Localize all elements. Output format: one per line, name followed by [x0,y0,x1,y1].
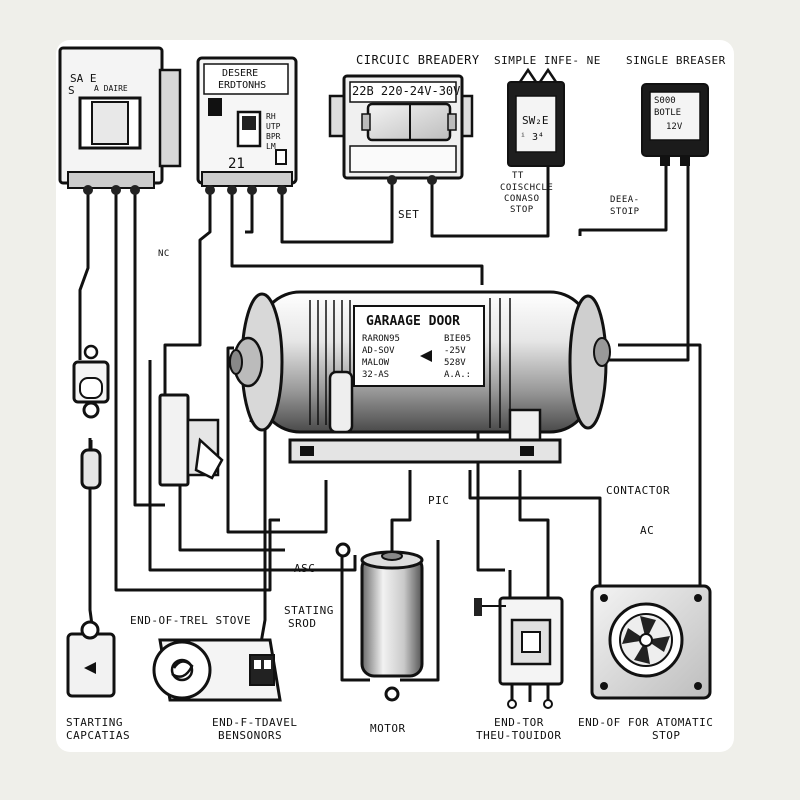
contactor [474,598,562,708]
motor-plate-line-1a: RARON95 [362,334,400,344]
selector-title-1: DESERE [222,68,258,79]
breaker-left [60,48,180,195]
single-breaker-face-2: BOTLE [654,108,681,118]
motor-label: MOTOR [370,722,406,735]
auto-stop-label-2: STOP [652,729,681,742]
circuit-breaker-rating: 22B 220-24V-30V [352,84,460,98]
simple-switch-label: SIMPLE INFE- NE [494,54,601,67]
selector-text-lm: LM [266,142,276,151]
wire-selector-1 [165,192,210,395]
motor-plate-line-2b: -25V [444,346,466,356]
stating-label-1: STATING [284,604,334,617]
wire-single-breaker [598,160,688,360]
starting-label-1: STARTING [66,716,123,729]
wire-sensor [250,420,265,660]
stating-label-2: SROD [288,617,317,630]
wire-selector-2 [232,192,482,285]
motor-plate-line-2a: AD-SOV [362,346,395,356]
selector-number: 21 [228,156,245,172]
breaker-left-text-2: S [68,84,75,97]
eot-sensor-label-1: END-F-TDAVEL [212,716,297,729]
eot-sensor-label-2: BENSONORS [218,729,282,742]
single-breaker-label: SINGLE BREASER [626,54,726,67]
motor-capacitor [337,544,422,700]
simple-switch-note-4: STOP [510,204,534,217]
auto-stop-label-1: END-OF FOR ATOMATIC [578,716,713,729]
nc-mark: NC [158,248,170,261]
end-of-travel-sensor [154,640,280,700]
selector-text-bpr: BPR [266,132,280,141]
motor-plate-title: GARAAGE DOOR [366,314,460,329]
motor-plate-line-4b: A.A.: [444,370,471,380]
wire-selector-4 [282,182,392,242]
limit-switch-left [160,395,222,485]
ac-label: AC [640,524,654,537]
circuit-breaker-label: CIRCUIC BREADERY [356,54,480,67]
asc-label: ASC [294,562,315,575]
breaker-left-text-3: A DAIRE [94,84,128,93]
selector-title-2: ERDTONHS [218,80,266,91]
circuit-breaker-note: SET [398,208,419,221]
starting-capacitor [68,622,114,696]
selector-text-rh: RH [266,112,276,121]
automatic-stop-unit [592,586,710,698]
left-fuse [82,440,100,488]
selector-text-utp: UTP [266,122,280,131]
starting-label-2: CAPCATIAS [66,729,130,742]
simple-switch-number: ⁱ⁲ 3⁴ [520,132,544,143]
wire-breaker-left-1 [80,192,88,360]
single-breaker-face-3: 12V [666,122,682,132]
single-breaker-note-2: STOIP [610,206,640,219]
motor-plate-line-4a: 32-AS [362,370,389,380]
motor-plate-line-3a: MALOW [362,358,389,368]
single-breaker-face-1: S000 [654,96,676,106]
end-stove-label: END-OF-TREL STOVE [130,614,251,627]
wire-motor-right-2 [520,470,548,610]
wire-right-contactor [618,345,700,590]
motor-plate-line-1b: BIE05 [444,334,471,344]
endtor-label-2: THEU-TOUIDOR [476,729,561,742]
contactor-label: CONTACTOR [606,484,670,497]
simple-switch-face: SW₂E [522,114,549,127]
motor-plate-line-3b: 528V [444,358,466,368]
endtor-label-1: END-TOR [494,716,544,729]
wire-selector-3 [245,192,252,232]
wire-motor-right-1 [470,470,600,585]
pic-label: PIC [428,494,449,507]
wire-center-down [392,470,410,556]
